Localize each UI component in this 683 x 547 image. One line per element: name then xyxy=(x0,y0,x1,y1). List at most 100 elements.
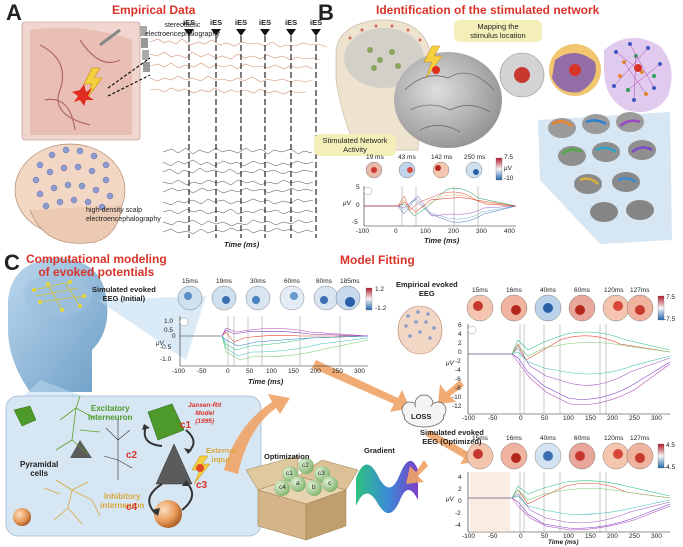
ies-label-2: iES xyxy=(210,18,223,27)
c-init-xtick-2: -50 xyxy=(197,368,207,375)
c-optimized-topomaps xyxy=(466,442,665,470)
gray-brain xyxy=(394,52,502,148)
excitatory-label: Excitatory interneuron xyxy=(88,404,133,422)
panel-b-graphics xyxy=(335,19,672,244)
model-arrowheads xyxy=(142,424,192,516)
c-emp-y-label: μV xyxy=(446,360,454,367)
optimization-balls xyxy=(274,458,338,496)
c-init-y-label: μV xyxy=(156,340,164,347)
excitatory-neuron xyxy=(55,395,101,455)
b-ytick-1: 5 xyxy=(356,184,360,191)
ies-label-4: iES xyxy=(259,18,272,27)
c-opt-xtick-4: 50 xyxy=(541,533,549,540)
seeg-label: stereotactic electroencephalography xyxy=(145,22,220,38)
eeg-head-illustration xyxy=(14,143,126,244)
eeg-traces xyxy=(162,147,314,235)
c-opt-xtick-3: 0 xyxy=(519,533,523,540)
c-init-xtick-8: 250 xyxy=(332,368,343,375)
pyramidal-dendrite xyxy=(103,420,133,480)
ball-label-2: c2 xyxy=(302,462,309,469)
b-topo-time-2: 43 ms xyxy=(398,154,416,161)
panel-c-letter: C xyxy=(4,250,20,275)
panel-c-graphics xyxy=(5,258,671,541)
inhibitory-label: Inhibitory interneuron xyxy=(100,492,145,510)
c-emp-xtick-6: 150 xyxy=(585,415,596,422)
b-topo-time-1: 19 ms xyxy=(366,154,384,161)
c-init-xtick-5: 100 xyxy=(266,368,277,375)
c-emp-xtick-8: 250 xyxy=(629,415,640,422)
gradient-label: Gradient xyxy=(364,446,395,455)
c-init-ytick-2: 0.5 xyxy=(164,327,174,334)
panel-a-time-label: Time (ms) xyxy=(224,240,260,249)
c-emp-time-4: 60ms xyxy=(574,287,590,294)
c-opt-time-1: 15ms xyxy=(472,435,488,442)
c-opt-ytick-5: -4 xyxy=(455,522,461,529)
b-ytick-2: 0 xyxy=(356,202,360,209)
b-topo-time-3: 142 ms xyxy=(431,154,453,161)
panel-c-title-left: Computational modeling of evoked potenti… xyxy=(26,252,167,279)
c-opt-xtick-9: 300 xyxy=(651,533,662,540)
head-network xyxy=(24,273,92,317)
c-init-xtick-7: 200 xyxy=(310,368,321,375)
mapping-callout: Mapping the stimulus location xyxy=(454,20,542,42)
ball-label-6: b xyxy=(312,484,316,491)
c-initial-topomaps xyxy=(177,285,373,311)
c-opt-ytick-3: 0 xyxy=(458,498,462,505)
c-init-cbar-max: 1.2 xyxy=(375,286,385,293)
flow-arrows xyxy=(224,360,478,484)
loss-cloud xyxy=(401,394,447,428)
c-opt-x-label: Time (ms) xyxy=(548,539,579,546)
c-emp-ytick-8: -8 xyxy=(455,385,461,392)
ball-label-3: c3 xyxy=(318,470,325,477)
pyramid-icon xyxy=(70,440,92,458)
c-init-xtick-6: 150 xyxy=(288,368,299,375)
optimization-label: Optimization xyxy=(264,452,310,461)
c-emp-time-1: 15ms xyxy=(472,287,488,294)
empirical-title: Empirical evoked EEG xyxy=(396,280,458,298)
b-xtick-6: 400 xyxy=(504,228,515,235)
b-topo-time-4: 250 ms xyxy=(464,154,486,161)
ball-label-5: a xyxy=(296,480,300,487)
sim-initial-title: Simulated evoked EEG (Initial) xyxy=(92,285,156,303)
b-xtick-3: 100 xyxy=(420,228,431,235)
b-cbar-unit: μV xyxy=(504,165,512,172)
c-opt-time-2: 16ms xyxy=(506,435,522,442)
c-emp-ytick-6: -4 xyxy=(455,367,461,374)
c-emp-time-6: 127ms xyxy=(630,287,650,294)
panel-b-letter: B xyxy=(318,0,334,25)
c-init-cbar-min: -1.2 xyxy=(375,305,387,312)
c-empirical-plot xyxy=(467,324,671,415)
ies-markers xyxy=(184,29,321,238)
c-opt-time-3: 40ms xyxy=(540,435,556,442)
c-emp-ytick-7: -6 xyxy=(455,376,461,383)
seeg-traces xyxy=(149,38,328,95)
c-opt-xtick-5: 100 xyxy=(563,533,574,540)
gradient-surface xyxy=(356,460,418,514)
b-xtick-5: 300 xyxy=(476,228,487,235)
c-opt-xtick-7: 200 xyxy=(607,533,618,540)
c-opt-ytick-1: 4 xyxy=(458,474,462,481)
b-butterfly-plot xyxy=(363,186,517,227)
brain-series xyxy=(548,112,656,222)
c-opt-xtick-2: -50 xyxy=(488,533,498,540)
c-emp-cbar-max: 7.5 xyxy=(666,294,676,301)
c1-label: c1 xyxy=(180,420,192,431)
c-init-ytick-3: 0 xyxy=(172,333,176,340)
c-opt-cbar-min: -4.5 xyxy=(664,464,676,471)
c2-label: c2 xyxy=(126,450,138,461)
c-emp-xtick-9: 300 xyxy=(651,415,662,422)
empirical-head xyxy=(397,305,443,355)
c-emp-xtick-7: 200 xyxy=(607,415,618,422)
sim-opt-title: Simulated evoked EEG (Optimized) xyxy=(420,428,484,446)
c-init-xtick-4: 50 xyxy=(246,368,254,375)
green-cube-icon xyxy=(13,405,37,427)
c-emp-xtick-5: 100 xyxy=(563,415,574,422)
ball-label-4: c4 xyxy=(279,484,286,491)
c-empirical-topomaps xyxy=(466,294,665,322)
c-opt-time-5: 120ms xyxy=(604,435,624,442)
hdeeg-label: high-density scalp electroencephalograph… xyxy=(86,207,161,223)
c-init-xtick-9: 300 xyxy=(354,368,365,375)
ball-label-7: c xyxy=(328,480,332,487)
c-init-time-6: 185ms xyxy=(340,278,360,285)
